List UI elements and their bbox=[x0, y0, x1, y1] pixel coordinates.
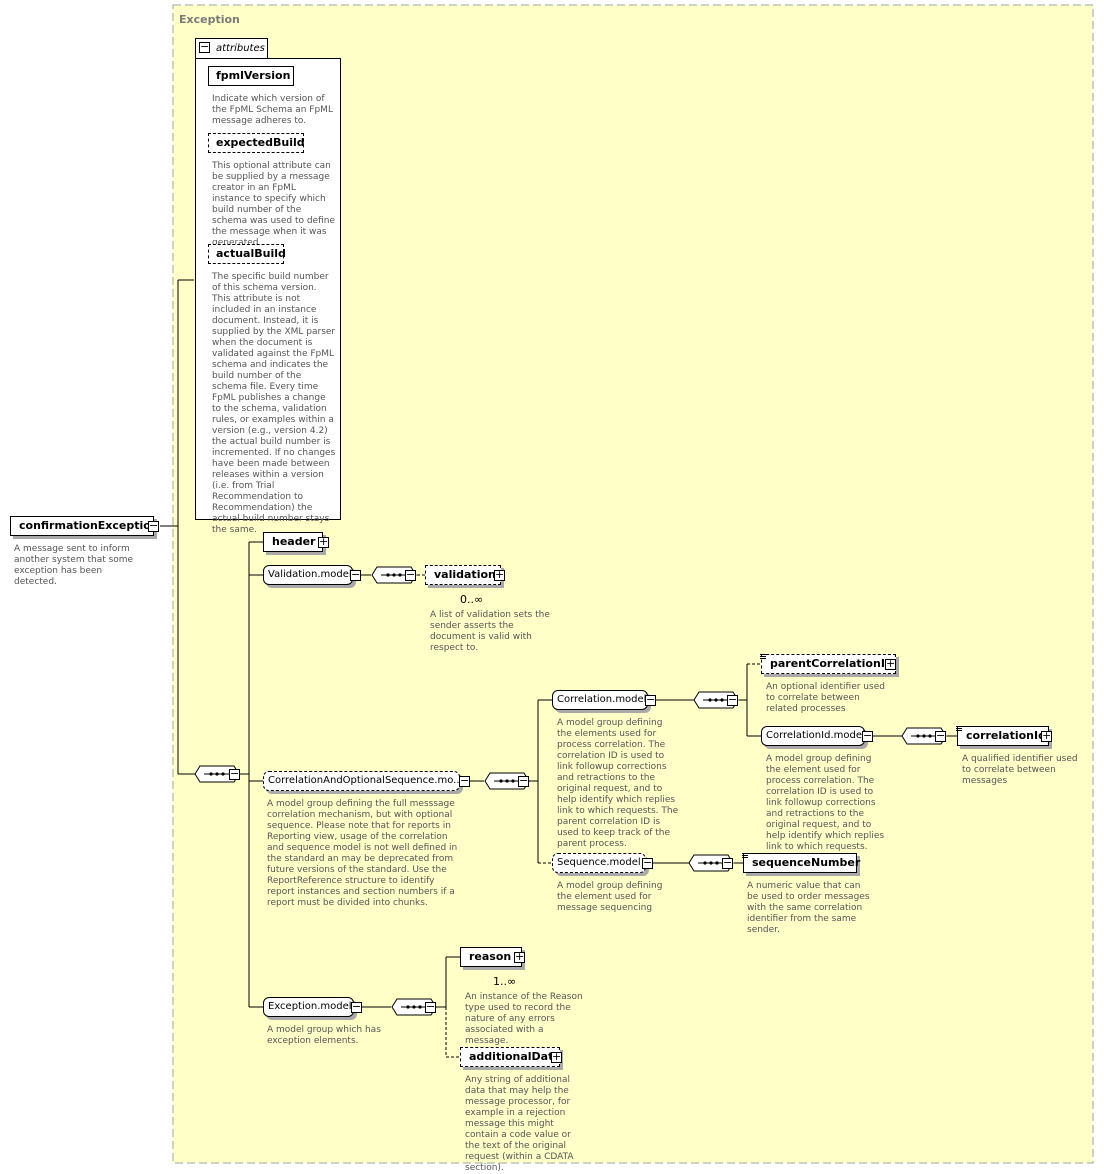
group-doc: A model group defining the elements used… bbox=[557, 718, 679, 849]
collapse-icon[interactable]: − bbox=[148, 519, 159, 532]
collapse-icon[interactable]: − bbox=[727, 693, 738, 706]
element-doc: Any string of additional data that may h… bbox=[465, 1075, 574, 1173]
attribute-expected-build[interactable]: expectedBuild bbox=[208, 133, 305, 153]
collapse-icon[interactable]: − bbox=[459, 774, 470, 787]
group-correlation-model[interactable]: Correlation.model bbox=[552, 690, 648, 710]
attribute-label: actualBuild bbox=[216, 247, 286, 260]
collapse-icon[interactable]: − bbox=[350, 568, 361, 581]
root-element-confirmation-exception[interactable]: confirmationException bbox=[10, 516, 159, 536]
group-label: Validation.model bbox=[268, 569, 352, 580]
element-label: reason bbox=[469, 950, 512, 963]
element-label: correlationId bbox=[966, 729, 1046, 742]
element-sequence-number[interactable]: sequenceNumber bbox=[742, 852, 861, 873]
collapse-icon[interactable]: − bbox=[351, 1000, 362, 1013]
root-element-doc: A message sent to inform another system … bbox=[14, 544, 134, 587]
element-label: additionalData bbox=[469, 1050, 561, 1063]
group-doc: A model group which has exception elemen… bbox=[267, 1025, 381, 1046]
expand-icon[interactable]: + bbox=[885, 657, 896, 670]
attribute-label: fpmlVersion bbox=[216, 69, 291, 82]
collapse-icon[interactable]: − bbox=[518, 774, 529, 787]
group-doc: A model group defining the element used … bbox=[557, 881, 663, 913]
expand-icon[interactable]: + bbox=[1041, 729, 1052, 742]
cardinality-label: 0..∞ bbox=[460, 593, 484, 606]
group-doc: A model group defining the element used … bbox=[766, 754, 885, 852]
element-doc: A numeric value that can be used to orde… bbox=[747, 881, 870, 935]
collapse-icon[interactable]: − bbox=[935, 729, 946, 742]
attribute-label: expectedBuild bbox=[216, 136, 305, 149]
simple-type-icon bbox=[760, 653, 766, 659]
expand-icon[interactable]: + bbox=[551, 1050, 562, 1063]
collapse-icon[interactable]: − bbox=[425, 1000, 436, 1013]
group-label: Correlation.model bbox=[557, 694, 647, 705]
element-header[interactable]: header bbox=[263, 532, 323, 552]
attribute-doc: Indicate which version of the FpML Schem… bbox=[212, 94, 333, 126]
group-label: CorrelationId.model bbox=[766, 730, 865, 741]
root-element-label: confirmationException bbox=[19, 519, 159, 532]
element-label: sequenceNumber bbox=[752, 856, 861, 869]
element-label: validation bbox=[434, 568, 496, 581]
attribute-actual-build[interactable]: actualBuild bbox=[208, 244, 286, 264]
optional-connector-lines bbox=[249, 574, 761, 1058]
element-doc: An optional identifier used to correlate… bbox=[766, 682, 885, 714]
attribute-doc: This optional attribute can be supplied … bbox=[212, 161, 336, 248]
attribute-doc: The specific build number of this schema… bbox=[212, 272, 336, 535]
element-label: parentCorrelationId bbox=[770, 657, 893, 670]
group-exception-model[interactable]: Exception.model bbox=[263, 997, 354, 1017]
group-sequence-model[interactable]: Sequence.model bbox=[552, 853, 646, 873]
attribute-fpml-version[interactable]: fpmlVersion bbox=[208, 66, 294, 86]
group-correlation-id-model[interactable]: CorrelationId.model bbox=[761, 726, 865, 746]
collapse-icon[interactable]: − bbox=[645, 693, 656, 706]
group-validation-model[interactable]: Validation.model bbox=[263, 565, 353, 585]
collapse-icon[interactable]: − bbox=[642, 856, 653, 869]
collapse-icon[interactable]: − bbox=[722, 856, 733, 869]
expand-icon[interactable]: + bbox=[318, 535, 329, 548]
group-label: Exception.model bbox=[268, 1001, 352, 1012]
collapse-icon[interactable]: − bbox=[405, 568, 416, 581]
cardinality-label: 1..∞ bbox=[493, 975, 517, 988]
collapse-icon[interactable]: − bbox=[862, 729, 873, 742]
attributes-collapse-icon[interactable]: − bbox=[199, 40, 210, 53]
element-validation[interactable]: validation bbox=[425, 565, 501, 585]
element-label: header bbox=[272, 535, 316, 548]
simple-type-icon bbox=[956, 725, 962, 731]
group-correlation-and-optional-sequence[interactable]: CorrelationAndOptionalSequence.mo... bbox=[263, 771, 463, 791]
group-label: CorrelationAndOptionalSequence.mo... bbox=[268, 775, 463, 786]
element-parent-correlation-id[interactable]: parentCorrelationId bbox=[760, 653, 896, 674]
group-doc: A model group defining the full messsage… bbox=[267, 799, 458, 908]
attributes-tab-label: attributes bbox=[216, 43, 265, 54]
simple-type-icon bbox=[742, 852, 748, 858]
element-additional-data[interactable]: additionalData bbox=[460, 1047, 561, 1067]
expand-icon[interactable]: + bbox=[494, 568, 505, 581]
type-title: Exception bbox=[179, 13, 240, 26]
group-label: Sequence.model bbox=[557, 857, 641, 868]
element-doc: A qualified identifier used to correlate… bbox=[962, 754, 1078, 786]
element-reason[interactable]: reason bbox=[460, 947, 522, 967]
element-doc: A list of validation sets the sender ass… bbox=[430, 610, 550, 653]
sequence-compositor-icon bbox=[194, 765, 240, 783]
collapse-icon[interactable]: − bbox=[229, 767, 240, 780]
element-correlation-id[interactable]: correlationId bbox=[956, 725, 1049, 746]
element-doc: An instance of the Reason type used to r… bbox=[465, 992, 583, 1046]
expand-icon[interactable]: + bbox=[514, 950, 525, 963]
attributes-tab[interactable]: attributes bbox=[195, 38, 268, 58]
